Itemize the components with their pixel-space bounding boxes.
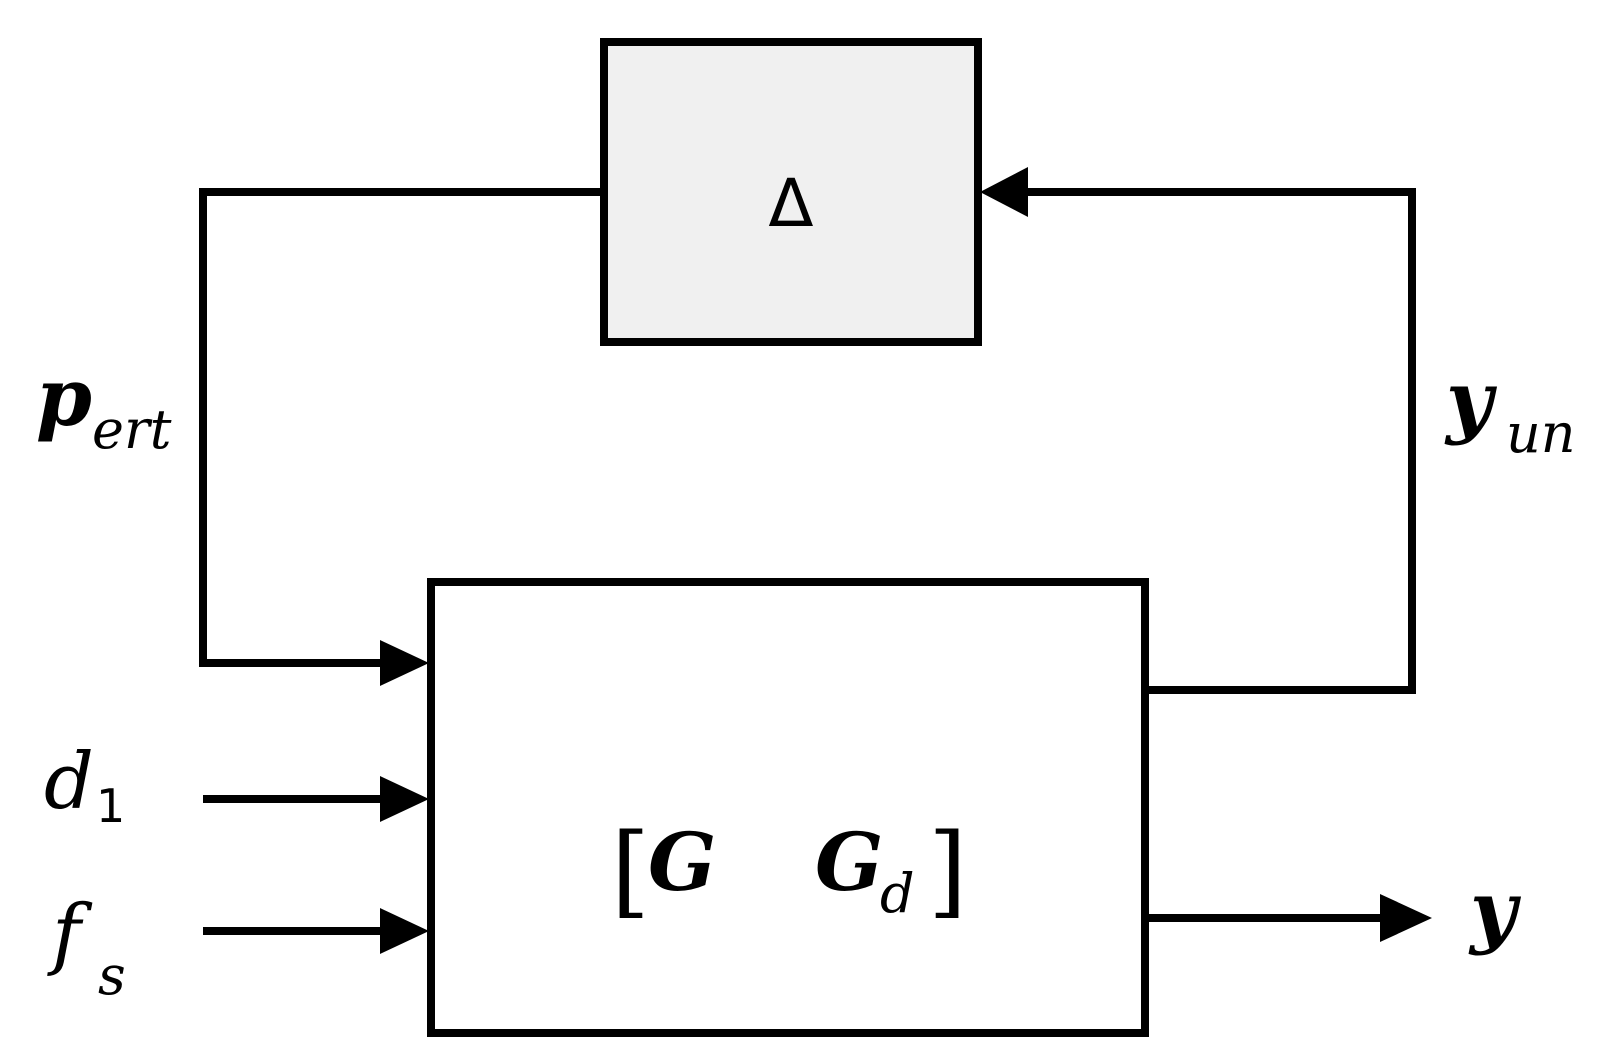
delta-symbol: Δ [768,165,813,242]
yun-arrowhead [980,167,1028,217]
pert-input-arrowhead [380,640,429,686]
d1-label: d [44,737,94,827]
plant-gd-subscript: d [880,862,915,925]
plant-gd: G [815,815,883,909]
d1-label-subscript: 1 [96,779,125,833]
fs-label: f [47,889,93,979]
yun-label: y [1444,353,1498,447]
pert-label: p [36,350,92,444]
plant-open-bracket: [ [611,812,650,929]
yun-feedback-line [1020,188,1416,694]
fs-label-subscript: s [98,944,126,1007]
yun-label-subscript: un [1506,402,1576,465]
plant-g: G [648,815,716,909]
pert-label-subscript: ert [92,398,172,461]
fs-input-arrowhead [380,908,429,954]
plant-block [427,578,1149,1037]
pert-feedback-line [199,188,604,667]
plant-close-bracket: ] [928,812,967,929]
y-output-label: y [1468,863,1522,957]
y-output-arrowhead [1380,894,1432,942]
d1-input-arrowhead [380,776,429,822]
